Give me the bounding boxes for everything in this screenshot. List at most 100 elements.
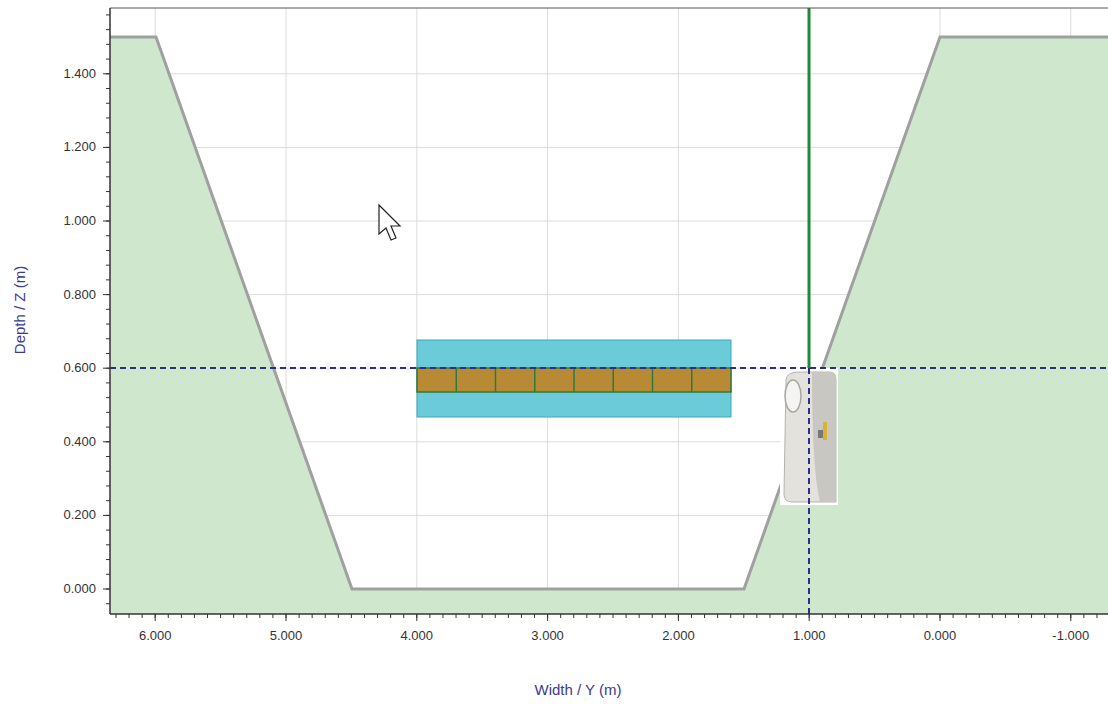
stroke [106,176,110,177]
stroke [534,368,536,392]
stroke [508,614,509,618]
stroke [678,614,679,618]
stroke [730,614,731,618]
stroke [1083,614,1084,618]
stroke [106,574,110,575]
stroke [1018,614,1019,618]
stroke [106,191,110,192]
stroke [586,614,587,618]
stroke [678,8,679,614]
stroke [106,265,110,266]
stroke [312,614,313,618]
stroke [704,614,705,618]
stroke [1096,614,1097,618]
y-tick-label: 0.000 [63,581,96,597]
stroke [547,614,548,618]
stroke [103,147,110,148]
stroke [106,338,110,339]
stroke [691,368,693,392]
stroke [299,614,300,618]
stroke [207,614,208,618]
stroke [272,614,273,618]
axis-title: Width / Y (m) [535,682,622,698]
stroke [390,614,391,618]
stroke [106,382,110,383]
stroke [848,614,849,618]
stroke [106,530,110,531]
stroke [979,614,980,618]
stroke [416,614,417,621]
stroke [900,614,901,618]
stroke [429,614,430,618]
stroke [106,88,110,89]
stroke [377,614,378,618]
y-tick-label: 0.800 [63,287,96,303]
x-tick-label: 5.000 [270,628,303,644]
stroke [106,221,110,222]
stroke [599,614,600,618]
stroke [106,279,110,280]
stroke [106,471,110,472]
stroke [835,614,836,618]
stroke [887,614,888,618]
stroke [103,368,110,369]
sensor-cells [456,368,692,392]
stroke [940,614,941,621]
x-tick-label: -1.000 [1052,628,1089,644]
stroke [652,368,654,392]
crosshair-vertical [808,368,810,614]
stroke [809,8,810,614]
stroke [103,589,110,590]
stroke [286,614,287,618]
stroke [129,614,130,618]
y-tick-label: 0.200 [63,507,96,523]
y-tick-label: 0.400 [63,434,96,450]
stroke [103,221,110,222]
x-tick-label: 3.000 [531,628,564,644]
stroke [106,544,110,545]
stroke [547,614,548,621]
stroke [106,14,110,15]
stroke [940,614,941,618]
stroke [534,614,535,618]
stroke [495,614,496,618]
stroke [220,614,221,618]
stroke [106,589,110,590]
stroke [106,235,110,236]
stroke [106,206,110,207]
stroke [874,614,875,618]
stroke [106,368,110,369]
stroke [106,485,110,486]
stroke [966,614,967,618]
stroke [573,614,574,618]
stroke [521,614,522,618]
stroke [103,441,110,442]
stroke [626,614,627,618]
stroke [168,614,169,618]
stroke [106,500,110,501]
stroke [1044,614,1045,618]
stroke [106,162,110,163]
stroke [809,614,810,618]
stroke [233,614,234,618]
stroke [783,614,784,618]
stroke [469,614,470,618]
crosshair-horizontal [110,367,1108,369]
stroke [796,614,797,618]
stroke [106,397,110,398]
stroke [1031,614,1032,618]
y-tick-label: 1.400 [63,66,96,82]
stroke [403,614,404,618]
stroke [953,614,954,618]
x-tick-label: 4.000 [401,628,434,644]
stroke [1070,614,1071,618]
stroke [103,515,110,516]
stroke [106,559,110,560]
stroke [678,614,679,621]
stroke [416,8,417,614]
stroke [547,8,548,614]
mouse-cursor [379,205,400,240]
stroke [639,614,640,618]
grid-lines [110,8,1108,614]
